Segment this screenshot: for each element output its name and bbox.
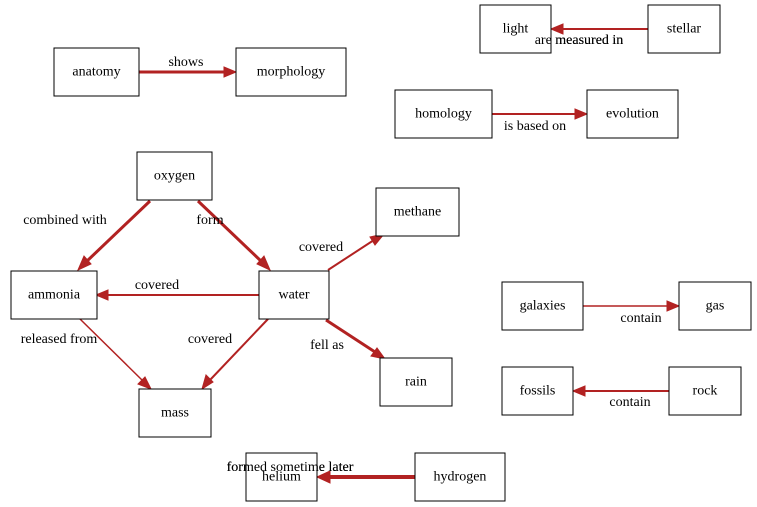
node-label: stellar <box>667 22 702 37</box>
edge-galaxies-gas: contain <box>583 300 681 326</box>
edge-oxygen-ammonia: combined with <box>23 199 152 271</box>
node-evolution[interactable]: evolution <box>586 89 679 139</box>
node-label: morphology <box>257 65 325 80</box>
edge-label: covered <box>299 240 343 255</box>
node-oxygen[interactable]: oxygen <box>136 151 213 201</box>
edge-label: covered <box>135 278 179 293</box>
node-fossils[interactable]: fossils <box>501 366 574 416</box>
node-label: gas <box>706 299 725 314</box>
edge-stellar-light: are measured in <box>535 23 648 48</box>
node-water[interactable]: water <box>258 270 330 320</box>
node-homology[interactable]: homology <box>394 89 493 139</box>
edge-label: combined with <box>23 213 107 228</box>
node-label: methane <box>394 205 441 220</box>
edge-label-overlay: formed sometime later <box>227 460 354 475</box>
node-rock[interactable]: rock <box>668 366 742 416</box>
node-hydrogen[interactable]: hydrogen <box>414 452 506 502</box>
node-helium[interactable]: helium <box>245 452 318 502</box>
edge-oxygen-water: form <box>196 199 271 271</box>
node-label: ammonia <box>28 288 81 303</box>
edge-water-methane: covered <box>299 233 386 271</box>
node-label: oxygen <box>154 169 195 184</box>
node-rain[interactable]: rain <box>379 357 453 407</box>
edge-homology-evolution: is based on <box>492 108 589 134</box>
edge-label: contain <box>609 395 650 410</box>
edge-ammonia-mass: released from <box>21 318 153 390</box>
edge-label: fell as <box>310 338 344 353</box>
node-label: galaxies <box>520 299 566 314</box>
node-gas[interactable]: gas <box>678 281 752 331</box>
node-label: rain <box>405 375 427 390</box>
node-label: light <box>503 22 529 37</box>
node-label: hydrogen <box>434 470 487 485</box>
edge-label: released from <box>21 332 98 347</box>
node-label: homology <box>415 107 472 122</box>
edge-label: shows <box>168 55 203 70</box>
edge-rock-fossils: contain <box>571 385 669 410</box>
edge-label: form <box>196 213 223 228</box>
node-label: mass <box>161 406 189 421</box>
node-label: helium <box>262 470 301 485</box>
edge-anatomy-morphology: shows <box>139 55 238 78</box>
edge-label: are measured in <box>535 33 624 48</box>
edge-water-rain: fell as <box>310 318 387 360</box>
edge-label: covered <box>188 332 232 347</box>
node-methane[interactable]: methane <box>375 187 460 237</box>
node-anatomy[interactable]: anatomy <box>53 47 140 97</box>
node-mass[interactable]: mass <box>138 388 212 438</box>
edge-label: contain <box>620 311 661 326</box>
node-label: water <box>278 288 309 303</box>
edge-label-overlay: are measured in <box>535 33 624 48</box>
node-galaxies[interactable]: galaxies <box>501 281 584 331</box>
node-label: anatomy <box>72 65 120 80</box>
node-morphology[interactable]: morphology <box>235 47 347 97</box>
node-light[interactable]: light <box>479 4 552 54</box>
node-label: evolution <box>606 107 659 122</box>
node-label: rock <box>693 384 718 399</box>
node-stellar[interactable]: stellar <box>647 4 721 54</box>
node-label: fossils <box>520 384 556 399</box>
edge-label: is based on <box>504 119 566 134</box>
edge-water-mass: covered <box>188 318 269 391</box>
node-ammonia[interactable]: ammonia <box>10 270 98 320</box>
edge-water-ammonia: covered <box>94 278 259 301</box>
